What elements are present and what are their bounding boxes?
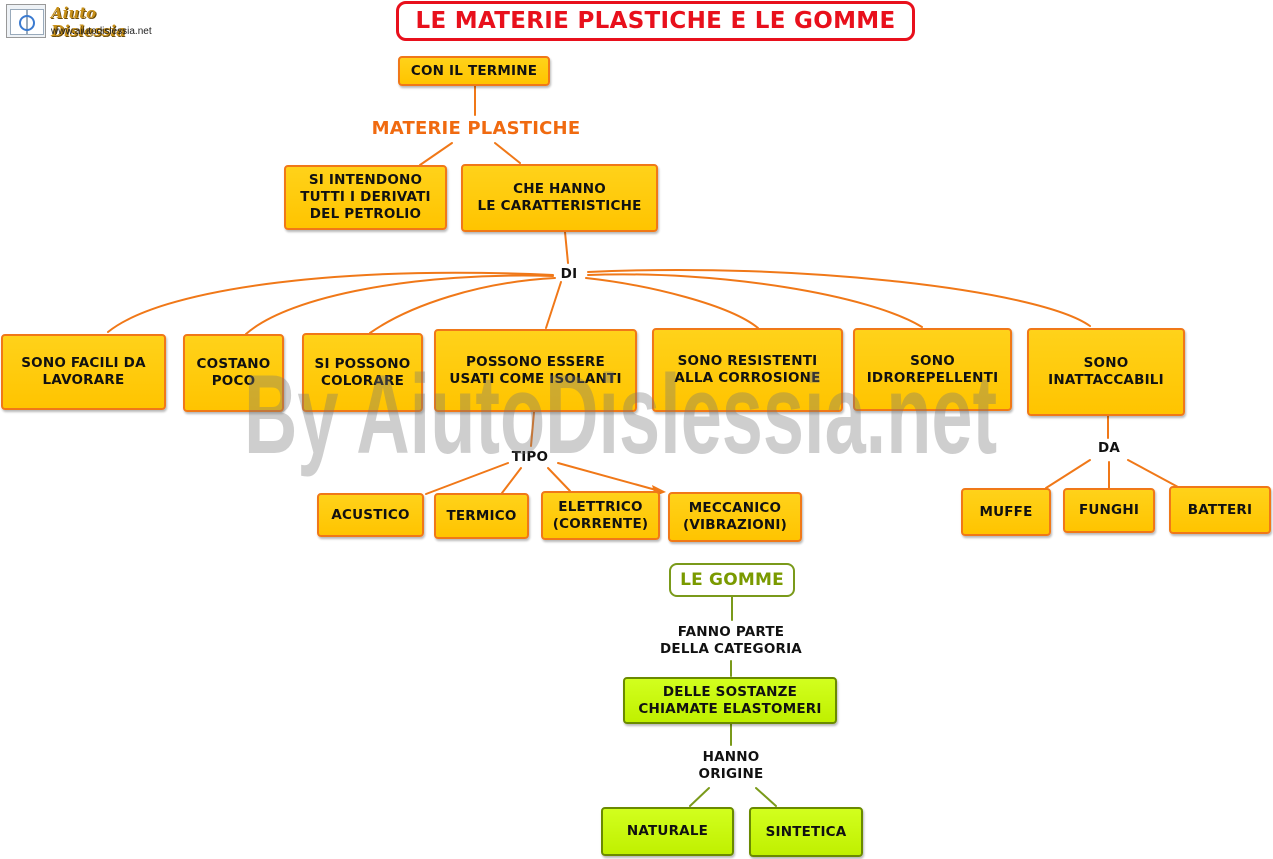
link-di-prop-1 bbox=[107, 271, 554, 333]
link-da-muffe bbox=[1045, 459, 1091, 489]
link-di-prop-6 bbox=[587, 273, 923, 328]
node-property: POSSONO ESSERE USATI COME ISOLANTI bbox=[434, 329, 637, 412]
node-intro: CON IL TERMINE bbox=[398, 56, 550, 86]
link-tipo-meccanico bbox=[557, 462, 657, 491]
link-di-prop-2 bbox=[245, 274, 554, 335]
link-di-prop-3 bbox=[369, 277, 556, 334]
link-di-prop-5 bbox=[585, 277, 759, 329]
node-insulation-type: ACUSTICO bbox=[317, 493, 424, 537]
node-property: SONO IDROREPELLENTI bbox=[853, 328, 1012, 411]
node-characteristics: CHE HANNO LE CARATTERISTICHE bbox=[461, 164, 658, 232]
connector-category: FANNO PARTE DELLA CATEGORIA bbox=[660, 624, 802, 657]
connector-origin: HANNO ORIGINE bbox=[698, 749, 764, 782]
logo-url: www.aiutodislessia.net bbox=[51, 26, 152, 37]
link-tipo-termico bbox=[501, 467, 522, 494]
node-property: COSTANO POCO bbox=[183, 334, 284, 412]
link-isolanti-tipo bbox=[530, 411, 535, 447]
page-title: LE MATERIE PLASTICHE E LE GOMME bbox=[396, 1, 915, 41]
book-magnifier-icon bbox=[6, 4, 46, 38]
connector-di: DI bbox=[560, 265, 578, 282]
node-property: SONO INATTACCABILI bbox=[1027, 328, 1185, 416]
node-heading-plastics: MATERIE PLASTICHE bbox=[371, 117, 581, 139]
link-origin-sintetica bbox=[755, 787, 777, 807]
node-insulation-type: TERMICO bbox=[434, 493, 529, 539]
link-heading-characteristics bbox=[494, 142, 521, 164]
link-di-prop-7 bbox=[587, 268, 1091, 327]
connector-tipo: TIPO bbox=[511, 448, 549, 465]
link-tipo-acustico bbox=[425, 462, 509, 495]
connector-da: DA bbox=[1097, 439, 1121, 456]
node-property: SONO FACILI DA LAVORARE bbox=[1, 334, 166, 410]
link-heading-definition bbox=[419, 142, 453, 166]
logo-name: Aiuto Dislessia bbox=[51, 4, 126, 40]
node-origin: SINTETICA bbox=[749, 807, 863, 857]
node-definition: SI INTENDONO TUTTI I DERIVATI DEL PETROL… bbox=[284, 165, 447, 230]
node-origin: NATURALE bbox=[601, 807, 734, 856]
link-tipo-elettrico bbox=[547, 467, 571, 492]
node-insulation-type: MECCANICO (VIBRAZIONI) bbox=[668, 492, 802, 542]
link-characteristics-di bbox=[564, 231, 569, 264]
node-category: DELLE SOSTANZE CHIAMATE ELASTOMERI bbox=[623, 677, 837, 724]
link-di-prop-4 bbox=[545, 281, 562, 329]
node-agent: BATTERI bbox=[1169, 486, 1271, 534]
node-heading-gomme: LE GOMME bbox=[669, 563, 795, 597]
node-agent: FUNGHI bbox=[1063, 488, 1155, 533]
link-origin-naturale bbox=[689, 787, 710, 807]
node-property: SI POSSONO COLORARE bbox=[302, 333, 423, 412]
site-logo: Aiuto Dislessia www.aiutodislessia.net bbox=[6, 4, 166, 40]
link-da-batteri bbox=[1127, 459, 1179, 488]
node-insulation-type: ELETTRICO (CORRENTE) bbox=[541, 491, 660, 540]
node-agent: MUFFE bbox=[961, 488, 1051, 536]
node-property: SONO RESISTENTI ALLA CORROSIONE bbox=[652, 328, 843, 412]
